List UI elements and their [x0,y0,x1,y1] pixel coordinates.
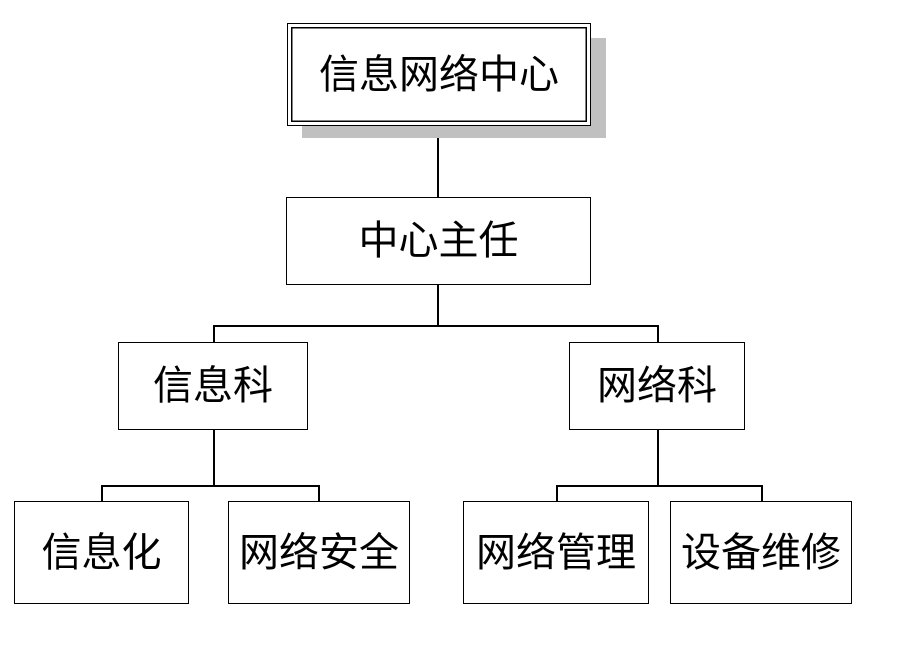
unit-informatization-box: 信息化 [14,501,189,604]
unit-informatization-label: 信息化 [41,529,162,576]
connector-info-units-bus [101,485,320,487]
dept-info-label: 信息科 [153,363,273,409]
unit-network-management-box: 网络管理 [463,501,649,604]
dept-info-box: 信息科 [118,342,308,430]
director-box: 中心主任 [286,197,591,285]
connector-dept-info-bus [213,429,215,486]
connector-bus-unit-equipment-repair [761,485,763,502]
unit-network-security-box: 网络安全 [228,501,410,604]
root-label: 信息网络中心 [319,51,559,98]
unit-equipment-repair-box: 设备维修 [670,501,852,604]
unit-network-management-label: 网络管理 [476,529,636,576]
connector-dept-network-bus [657,429,659,486]
connector-departments-bus [213,325,658,327]
connector-director-bus [437,284,439,326]
connector-bus-dept-network [657,325,659,343]
connector-bus-unit-network-management [556,485,558,502]
connector-bus-unit-network-security [318,485,320,502]
director-label: 中心主任 [358,218,519,264]
dept-network-label: 网络科 [597,363,717,409]
unit-network-security-label: 网络安全 [239,529,399,576]
unit-equipment-repair-label: 设备维修 [681,529,841,576]
connector-bus-unit-informatization [101,485,103,502]
dept-network-box: 网络科 [569,342,745,430]
root-box: 信息网络中心 [287,23,591,126]
connector-bus-dept-info [213,325,215,343]
connector-network-units-bus [556,485,763,487]
connector-root-director [437,125,439,198]
